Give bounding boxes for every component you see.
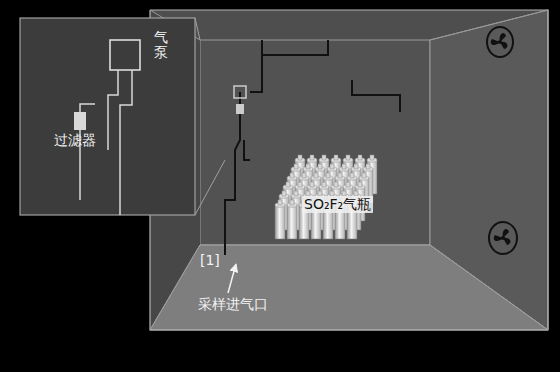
pump-symbol — [234, 86, 246, 98]
filter-label: 过滤器 — [54, 132, 96, 149]
exhaust-fan — [487, 27, 513, 57]
pump-box — [110, 40, 140, 70]
detail-inset — [20, 18, 195, 215]
gas-cylinder — [275, 200, 285, 239]
filter-symbol — [236, 104, 244, 114]
room-edge — [430, 245, 548, 330]
exhaust-fan — [489, 222, 517, 254]
inset-edge — [195, 18, 200, 40]
leader-arrow — [228, 264, 236, 293]
filter-body — [74, 112, 86, 130]
sampling-pipe — [225, 40, 400, 255]
gas-cylinder — [287, 200, 297, 239]
callout-number: [1] — [200, 252, 220, 269]
pump-label: 气泵 — [154, 30, 168, 61]
room-frame — [150, 10, 548, 330]
inset-edge — [195, 160, 225, 215]
cylinder-label: SO₂F₂气瓶 — [302, 196, 373, 213]
room-edge — [150, 245, 200, 330]
back-wall — [200, 40, 430, 245]
inlet-label: 采样进气口 — [198, 296, 268, 313]
gas-cylinder-group — [275, 155, 377, 239]
floor — [150, 245, 548, 330]
